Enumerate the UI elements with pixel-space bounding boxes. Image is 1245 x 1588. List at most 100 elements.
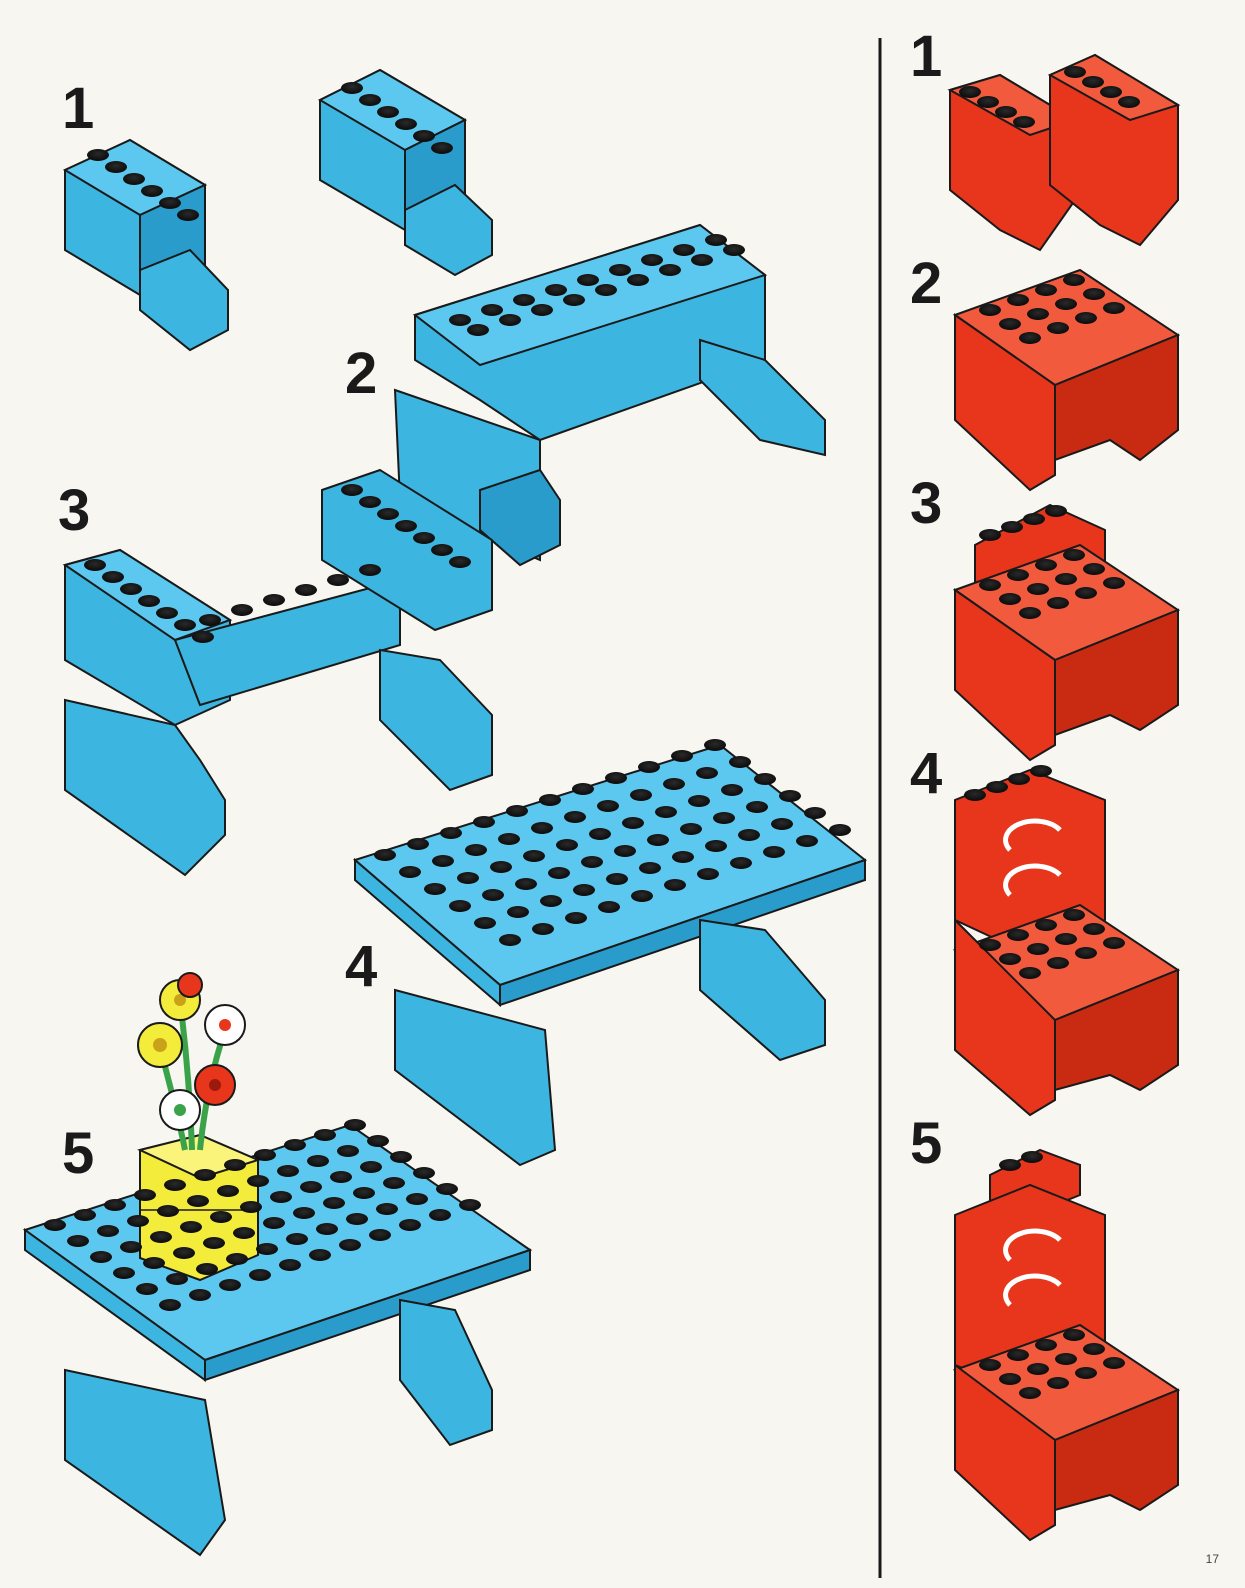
stud — [979, 939, 1001, 951]
stud — [1027, 943, 1049, 955]
stud — [1019, 332, 1041, 344]
stud — [413, 1167, 435, 1179]
stud — [979, 529, 1001, 541]
stud — [999, 1159, 1021, 1171]
stud — [829, 824, 851, 836]
stud — [90, 1251, 112, 1263]
stud — [609, 264, 631, 276]
stud — [429, 1209, 451, 1221]
stud — [581, 856, 603, 868]
table-step-1-brick-right-icon — [320, 70, 492, 275]
stud — [374, 849, 396, 861]
stud — [369, 1229, 391, 1241]
stud — [1019, 967, 1041, 979]
stud — [531, 304, 553, 316]
stud — [664, 879, 686, 891]
stud — [173, 1247, 195, 1259]
stud — [1007, 294, 1029, 306]
stud — [499, 934, 521, 946]
stud — [97, 1225, 119, 1237]
stud — [1007, 1349, 1029, 1361]
stud — [359, 496, 381, 508]
stud — [174, 619, 196, 631]
chair-step-1-legs-icon — [950, 55, 1178, 250]
stud — [696, 767, 718, 779]
stud — [459, 1199, 481, 1211]
stud — [1035, 1339, 1057, 1351]
stud — [548, 867, 570, 879]
stud — [1035, 919, 1057, 931]
stud — [376, 1203, 398, 1215]
stud — [330, 1171, 352, 1183]
stud — [515, 878, 537, 890]
stud — [655, 806, 677, 818]
stud — [254, 1149, 276, 1161]
stud — [506, 805, 528, 817]
table-step-3-number: 3 — [58, 482, 90, 540]
stud — [1008, 773, 1030, 785]
table-step-2-number: 2 — [345, 345, 377, 403]
chair-step-5-chair-icon — [955, 1150, 1178, 1540]
stud — [1023, 513, 1045, 525]
stud — [360, 1161, 382, 1173]
stud — [377, 508, 399, 520]
stud — [180, 1221, 202, 1233]
stud — [395, 118, 417, 130]
stud — [247, 1175, 269, 1187]
stud — [143, 1257, 165, 1269]
stud — [136, 1283, 158, 1295]
stud — [647, 834, 669, 846]
table-step-1-number: 1 — [62, 80, 94, 138]
stud — [630, 789, 652, 801]
stud — [979, 579, 1001, 591]
stud — [279, 1259, 301, 1271]
stud — [1063, 274, 1085, 286]
stud — [1030, 765, 1052, 777]
stud — [723, 244, 745, 256]
stud — [771, 818, 793, 830]
stud — [482, 889, 504, 901]
stud — [1035, 559, 1057, 571]
stud — [507, 906, 529, 918]
stud — [177, 209, 199, 221]
stud — [573, 884, 595, 896]
stud — [1075, 312, 1097, 324]
stud — [210, 1211, 232, 1223]
chair-step-1-number: 1 — [910, 28, 942, 86]
stud — [1083, 288, 1105, 300]
stud — [1118, 96, 1140, 108]
stud — [270, 1191, 292, 1203]
stud — [1045, 505, 1067, 517]
stud — [256, 1243, 278, 1255]
stud — [1103, 937, 1125, 949]
stud — [240, 1201, 262, 1213]
stud — [704, 739, 726, 751]
stud — [413, 532, 435, 544]
stud — [1047, 1377, 1069, 1389]
stud — [671, 750, 693, 762]
chair-step-3-number: 3 — [910, 475, 942, 533]
stud — [977, 96, 999, 108]
stud — [465, 844, 487, 856]
table-step-2-frame-icon — [395, 225, 825, 565]
stud — [641, 254, 663, 266]
stud — [300, 1181, 322, 1193]
stud — [449, 556, 471, 568]
stud — [1075, 587, 1097, 599]
stud — [1021, 1151, 1043, 1163]
stud — [295, 584, 317, 596]
chair-step-5-number: 5 — [910, 1115, 942, 1173]
stud — [127, 1215, 149, 1227]
stud — [1001, 521, 1023, 533]
stud — [449, 314, 471, 326]
stud — [367, 1135, 389, 1147]
stud — [986, 781, 1008, 793]
stud — [598, 901, 620, 913]
stud — [316, 1223, 338, 1235]
stud — [217, 1185, 239, 1197]
stud — [999, 1373, 1021, 1385]
stud — [134, 1189, 156, 1201]
stud — [383, 1177, 405, 1189]
stud — [224, 1159, 246, 1171]
stud — [293, 1207, 315, 1219]
